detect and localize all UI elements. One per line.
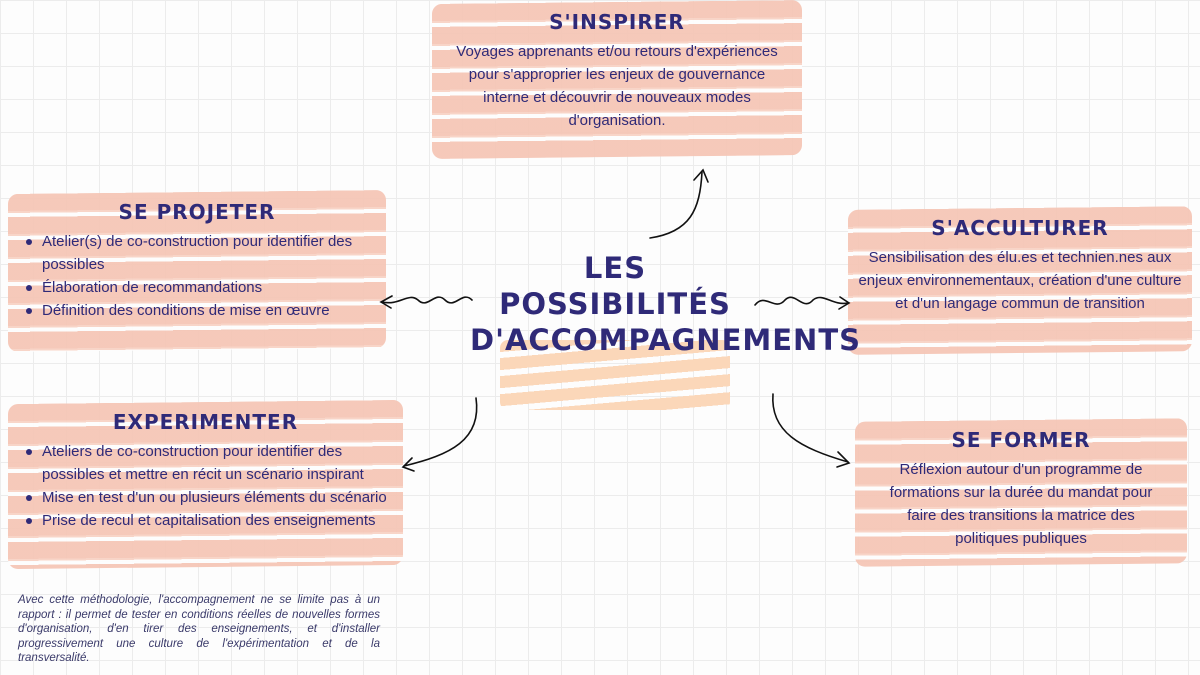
card-title: S'ACCULTURER: [931, 216, 1109, 240]
card-text: Sensibilisation des élu.es et technien.n…: [858, 249, 1182, 312]
card-experimenter: EXPERIMENTER Ateliers de co-construction…: [8, 399, 403, 570]
card-text: Voyages apprenants et/ou retours d'expér…: [456, 43, 778, 129]
card-inspirer: S'INSPIRER Voyages apprenants et/ou reto…: [432, 0, 802, 159]
card-former: SE FORMER Réflexion autour d'un programm…: [855, 418, 1187, 567]
arrow-right-squiggle-icon: [754, 296, 851, 310]
arrow-up-icon: [649, 168, 709, 239]
card-acculturer: S'ACCULTURER Sensibilisation des élu.es …: [848, 206, 1192, 355]
arrow-down-left-icon: [401, 397, 478, 472]
list-item: Définition des conditions de mise en œuv…: [18, 299, 376, 322]
card-title: SE PROJETER: [118, 200, 276, 224]
card-list: Atelier(s) de co-construction pour ident…: [18, 230, 376, 322]
card-projeter: SE PROJETER Atelier(s) de co-constructio…: [8, 190, 386, 352]
center-title-line: LES POSSIBILITÉS: [499, 251, 731, 321]
card-text: Réflexion autour d'un programme de forma…: [889, 461, 1153, 547]
list-item: Ateliers de co-construction pour identif…: [18, 440, 393, 486]
arrow-down-right-icon: [772, 393, 851, 468]
arrow-left-squiggle-icon: [379, 295, 473, 309]
card-title: EXPERIMENTER: [112, 410, 299, 434]
center-brush-mark: [500, 340, 730, 410]
list-item: Élaboration de recommandations: [18, 276, 376, 299]
card-title: S'INSPIRER: [549, 10, 685, 34]
footnote: Avec cette méthodologie, l'accompagnemen…: [18, 594, 380, 664]
card-list: Ateliers de co-construction pour identif…: [18, 440, 393, 532]
card-title: SE FORMER: [951, 428, 1091, 452]
list-item: Prise de recul et capitalisation des ens…: [18, 509, 393, 532]
list-item: Mise en test d'un ou plusieurs éléments …: [18, 486, 393, 509]
list-item: Atelier(s) de co-construction pour ident…: [18, 230, 376, 276]
